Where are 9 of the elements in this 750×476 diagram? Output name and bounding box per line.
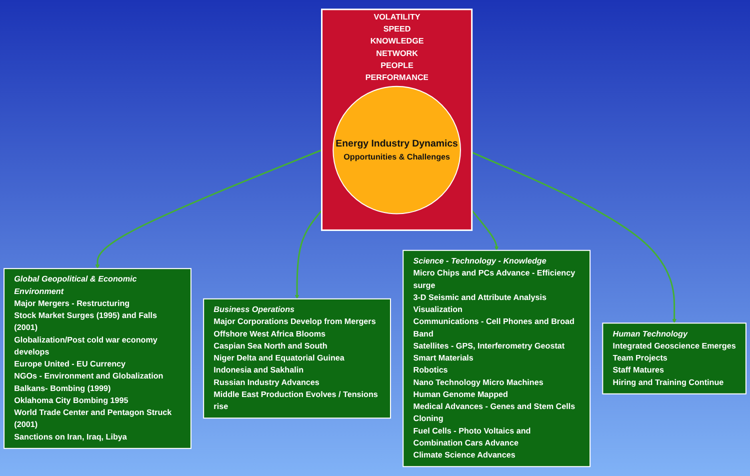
node-box: Human Technology Integrated Geoscience Emerges Team Projects Staff Matures Hiring and Training Continue: [602, 322, 746, 394]
arrow: [294, 210, 322, 300]
arrow: [95, 149, 322, 269]
arrow: [471, 210, 499, 251]
node-circle: Energy Industry Dynamics Opportunities & Challenges: [332, 86, 461, 214]
node-box: Global Geopolitical & Economic Environment Major Mergers - Restructuring Stock Market Surges (1995) and Falls (2001) Globalization/Post cold war economy develops Europe United - EU Currency NGOs - Environment and Globalization Balkans- Bombing (1999) Oklahoma City Bombing 1995 World Trade Center and Pentagon Struck (2001) Sanctions on Iran, Iraq, Libya: [4, 268, 192, 449]
arrow: [472, 152, 677, 324]
node-box: Business Operations Major Corporations Develop from Mergers Offshore West Africa Blooms Caspian Sea North and South Niger Delta and Equatorial Guinea Indonesia and Sakhalin Russian Industry Advances Middle East Production Evolves / Tensions rise: [203, 298, 391, 419]
node-box: Science - Technology - Knowledge Micro Chips and PCs Advance - Efficiency surge 3-D Seismic and Attribute Analysis Visualization Communications - Cell Phones and Broad Band Satellites - GPS, Interferometry Geostat Smart Materials Robotics Nano Technology Micro Machines Human Genome Mapped Medical Advances - Genes and Stem Cells Cloning Fuel Cells - Photo Voltaics and Combination Cars Advance Climate Science Advances: [402, 250, 591, 468]
